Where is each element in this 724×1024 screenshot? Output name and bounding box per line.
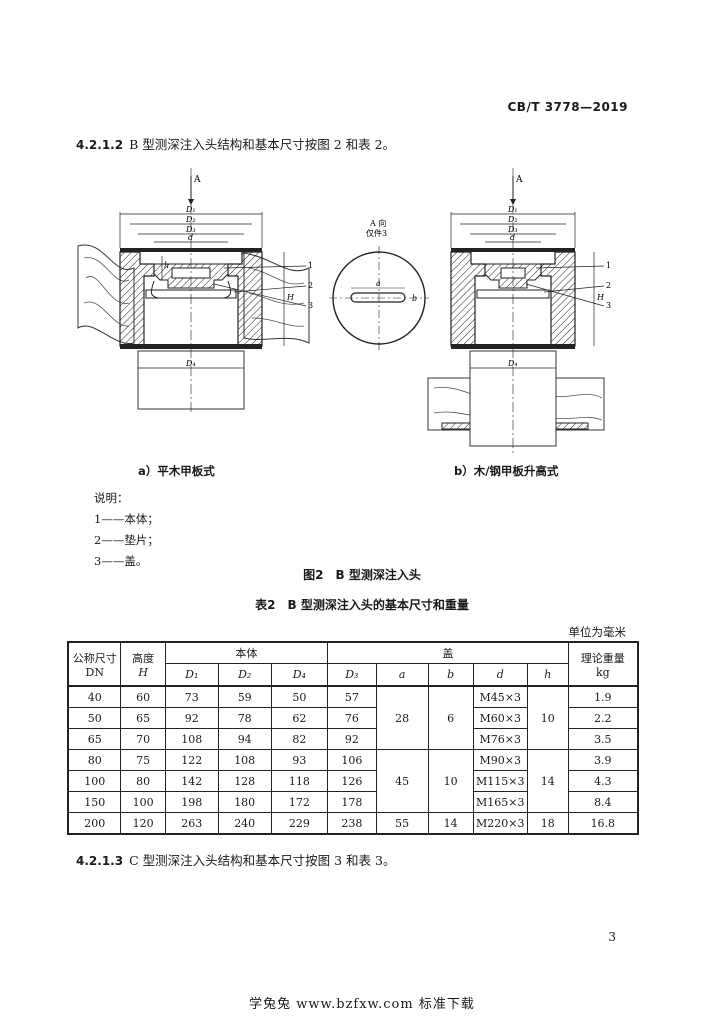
clause-text: C 型测深注入头结构和基本尺寸按图 3 和表 3。 [129, 853, 396, 868]
dim-d4-b: D₄ [507, 359, 518, 368]
header-d: d [472, 663, 528, 687]
dim-d4: D₄ [185, 359, 196, 368]
callout-3: 3 [308, 301, 313, 310]
dim-d2: D₂ [185, 215, 196, 224]
header-D4: D₄ [270, 663, 329, 687]
view-a-drawing: A 向 仅件3 a b [329, 218, 429, 350]
caption-a: a）平木甲板式 [138, 464, 215, 478]
dim-d1-b: D₁ [507, 205, 518, 214]
header-h: h [526, 663, 569, 687]
page-number: 3 [608, 930, 616, 944]
note-item: 1——本体； [94, 512, 159, 526]
note-item: 2——垫片； [94, 533, 159, 547]
view-a-label: A 向 [369, 218, 386, 228]
standard-number: CB/T 3778—2019 [507, 100, 628, 114]
clause-4-2-1-3: 4.2.1.3 C 型测深注入头结构和基本尺寸按图 3 和表 3。 [76, 850, 395, 869]
dim-a: a [376, 279, 381, 288]
callout-3-b: 3 [606, 301, 611, 310]
note-item: 3——盖。 [94, 554, 148, 568]
dim-b: b [412, 294, 417, 303]
header-b: b [427, 663, 474, 687]
header-cover: 盖 [327, 641, 569, 664]
dim-d2-b: D₂ [507, 215, 518, 224]
dim-h: h [164, 261, 169, 270]
callout-1: 1 [308, 261, 313, 270]
header-D2: D₂ [217, 663, 272, 687]
dim-d3: D₃ [185, 225, 196, 234]
clause-text: B 型测深注入头结构和基本尺寸按图 2 和表 2。 [129, 137, 396, 152]
drawing-b: A D₁ D₂ D₃ d D₄ H 1 2 3 [427, 168, 611, 453]
dim-d: d [188, 233, 193, 242]
notes-title: 说明： [94, 491, 129, 505]
arrow-a-label-b: A [515, 175, 523, 185]
caption-b: b）木/钢甲板升高式 [454, 464, 559, 478]
view-a-sub: 仅件3 [366, 228, 387, 238]
table-title: 表2 B 型测深注入头的基本尺寸和重量 [255, 598, 469, 612]
arrow-a-label: A [193, 175, 201, 185]
callout-2-b: 2 [606, 281, 611, 290]
figure-title: 图2 B 型测深注入头 [303, 568, 421, 582]
notes: 说明： 1——本体； 2——垫片； 3——盖。 [94, 488, 159, 572]
header-D3: D₃ [327, 663, 377, 687]
callout-2: 2 [308, 281, 313, 290]
clause-4-2-1-2: 4.2.1.2 B 型测深注入头结构和基本尺寸按图 2 和表 2。 [76, 134, 395, 153]
dim-H: H [286, 293, 295, 302]
dim-H-b: H [596, 293, 605, 302]
table-unit: 单位为毫米 [568, 625, 627, 639]
clause-number: 4.2.1.3 [76, 854, 124, 868]
drawing-a: A D₁ D₂ D₃ d D₄ H h 1 2 3 [77, 168, 313, 413]
callout-1-b: 1 [606, 261, 611, 270]
footer-watermark: 学兔兔 www.bzfxw.com 标准下载 [249, 997, 475, 1012]
header-body: 本体 [164, 641, 329, 664]
figure-2-drawing: A D₁ D₂ D₃ d D₄ H h 1 2 3 A 向 [77, 168, 611, 453]
dim-d1: D₁ [185, 205, 196, 214]
dim-d-b: d [510, 233, 515, 242]
dim-d3-b: D₃ [507, 225, 518, 234]
header-D1: D₁ [164, 663, 219, 687]
clause-number: 4.2.1.2 [76, 138, 124, 152]
header-a: a [375, 663, 429, 687]
